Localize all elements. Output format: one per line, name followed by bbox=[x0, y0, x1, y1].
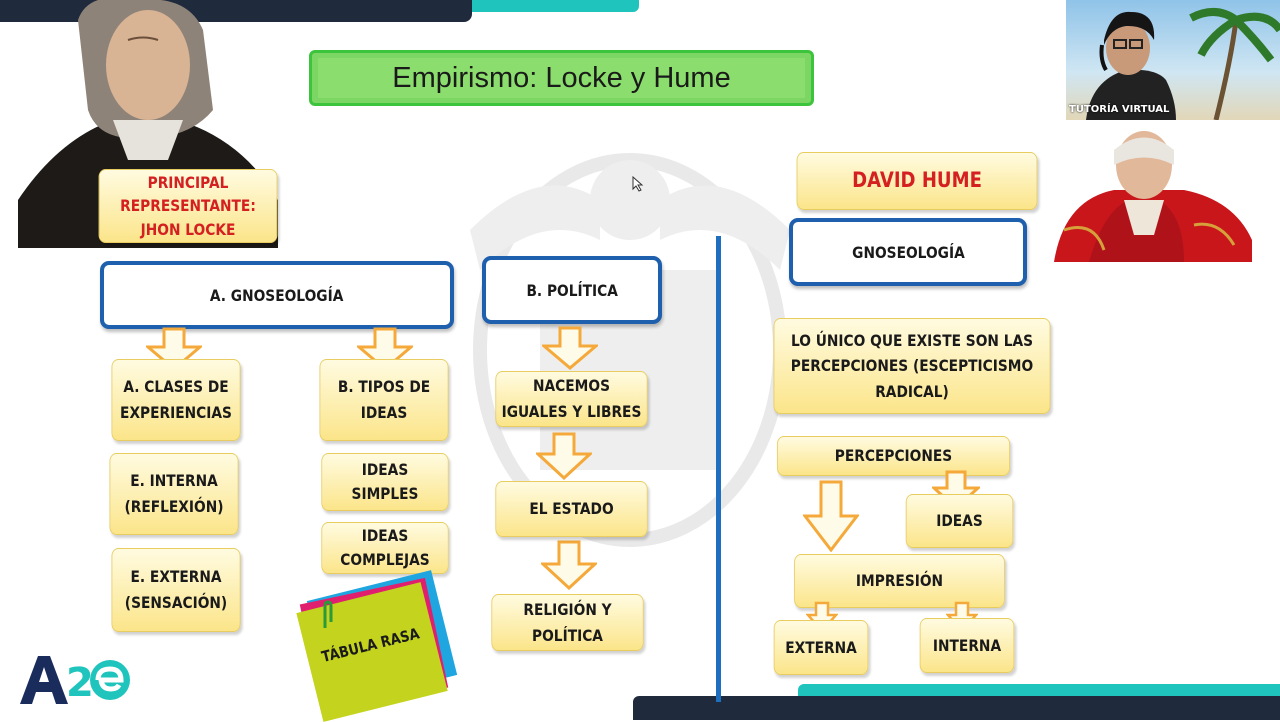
webcam-scene bbox=[1086, 8, 1280, 120]
cursor-icon bbox=[632, 176, 644, 192]
page-title: Empirismo: Locke y Hume bbox=[318, 58, 805, 98]
simples-line-1: IDEAS bbox=[361, 460, 409, 479]
svg-text:2: 2 bbox=[66, 660, 94, 706]
ideas-box: IDEAS bbox=[905, 494, 1014, 548]
clases-experiencias-box: A. CLASES DE EXPERIENCIAS bbox=[111, 359, 241, 441]
impresion-interna-box: INTERNA bbox=[919, 618, 1015, 673]
percepciones-box: PERCEPCIONES bbox=[776, 436, 1011, 476]
religion-line-1: RELIGIÓN Y bbox=[523, 599, 612, 619]
arrow-down-icon bbox=[357, 327, 413, 371]
webcam-label: TUTORÍA VIRTUAL bbox=[1069, 104, 1170, 115]
impresion-label: IMPRESIÓN bbox=[855, 571, 944, 591]
externa-line-1: E. EXTERNA bbox=[130, 567, 222, 587]
clases-line-2: EXPERIENCIAS bbox=[120, 403, 232, 422]
tipos-line-1: B. TIPOS DE bbox=[337, 377, 431, 397]
locke-representative-box: PRINCIPAL REPRESENTANTE: JHON LOCKE bbox=[98, 169, 278, 243]
column-divider bbox=[716, 236, 721, 702]
impresion-externa-box: EXTERNA bbox=[773, 620, 869, 675]
a2e-logo: 2 bbox=[18, 652, 133, 708]
unico-line-2: PERCEPCIONES (ESCEPTICISMO bbox=[790, 356, 1034, 376]
interna-line-2: (REFLEXIÓN) bbox=[124, 497, 224, 516]
hume-name-box: DAVID HUME bbox=[796, 152, 1038, 210]
locke-rep-line-2: REPRESENTANTE: bbox=[120, 196, 256, 216]
unico-line-1: LO ÚNICO QUE EXISTE SON LAS bbox=[790, 330, 1034, 350]
webcam-video: TUTORÍA VIRTUAL bbox=[1066, 0, 1280, 120]
paperclip-icon bbox=[323, 600, 333, 628]
clases-line-1: A. CLASES DE bbox=[123, 377, 229, 397]
bottom-navy-bar bbox=[633, 696, 1280, 720]
religion-politica-box: RELIGIÓN Y POLÍTICA bbox=[491, 594, 644, 651]
nacemos-box: NACEMOS IGUALES Y LIBRES bbox=[495, 371, 648, 427]
interna-line-1: E. INTERNA bbox=[130, 471, 218, 491]
arrow-down-icon bbox=[536, 432, 592, 480]
arrow-down-icon bbox=[541, 540, 597, 590]
hume-gnoseologia-label: GNOSEOLOGÍA bbox=[851, 242, 965, 262]
experiencia-externa-box: E. EXTERNA (SENSACIÓN) bbox=[111, 548, 241, 632]
locke-gnoseologia-label: A. GNOSEOLOGÍA bbox=[210, 285, 344, 305]
el-estado-box: EL ESTADO bbox=[495, 481, 648, 537]
locke-politica-header: B. POLÍTICA bbox=[482, 256, 662, 324]
tabula-rasa-note: TÁBULA RASA bbox=[296, 570, 465, 722]
hume-portrait bbox=[1034, 130, 1252, 262]
experiencia-interna-box: E. INTERNA (REFLEXIÓN) bbox=[109, 453, 239, 535]
el-estado-label: EL ESTADO bbox=[529, 499, 614, 519]
tipos-line-2: IDEAS bbox=[360, 403, 408, 422]
impresion-interna-label: INTERNA bbox=[932, 635, 1002, 655]
arrow-down-icon bbox=[146, 327, 202, 371]
impresion-externa-label: EXTERNA bbox=[785, 637, 857, 657]
locke-gnoseologia-header: A. GNOSEOLOGÍA bbox=[100, 261, 454, 329]
tipos-ideas-box: B. TIPOS DE IDEAS bbox=[319, 359, 449, 441]
ideas-simples-box: IDEAS SIMPLES bbox=[321, 453, 449, 511]
hume-gnoseologia-header: GNOSEOLOGÍA bbox=[789, 218, 1027, 286]
tabula-rasa-label: TÁBULA RASA bbox=[319, 624, 421, 667]
locke-politica-label: B. POLÍTICA bbox=[526, 280, 618, 300]
externa-line-2: (SENSACIÓN) bbox=[124, 593, 228, 612]
ideas-label: IDEAS bbox=[936, 511, 983, 531]
nacemos-line-2: IGUALES Y LIBRES bbox=[501, 402, 642, 421]
arrow-down-icon bbox=[803, 480, 859, 552]
bottom-teal-bar bbox=[798, 684, 1280, 696]
locke-rep-line-1: PRINCIPAL bbox=[147, 173, 229, 193]
locke-rep-line-3: JHON LOCKE bbox=[140, 219, 236, 239]
religion-line-2: POLÍTICA bbox=[532, 625, 603, 645]
unico-line-3: RADICAL) bbox=[875, 381, 949, 401]
complejas-line-2: COMPLEJAS bbox=[340, 550, 430, 569]
a2e-logo-mark: 2 bbox=[20, 656, 130, 706]
percepciones-label: PERCEPCIONES bbox=[834, 446, 953, 466]
arrow-down-icon bbox=[542, 326, 598, 370]
hume-name: DAVID HUME bbox=[852, 168, 982, 193]
ideas-complejas-box: IDEAS COMPLEJAS bbox=[321, 522, 449, 574]
top-teal-bar bbox=[472, 0, 639, 12]
simples-line-2: SIMPLES bbox=[351, 484, 419, 503]
complejas-line-1: IDEAS bbox=[361, 526, 409, 545]
title-banner: Empirismo: Locke y Hume bbox=[309, 50, 814, 106]
impresion-box: IMPRESIÓN bbox=[794, 554, 1005, 608]
hume-unico-box: LO ÚNICO QUE EXISTE SON LAS PERCEPCIONES… bbox=[773, 318, 1051, 414]
nacemos-line-1: NACEMOS bbox=[533, 376, 610, 396]
